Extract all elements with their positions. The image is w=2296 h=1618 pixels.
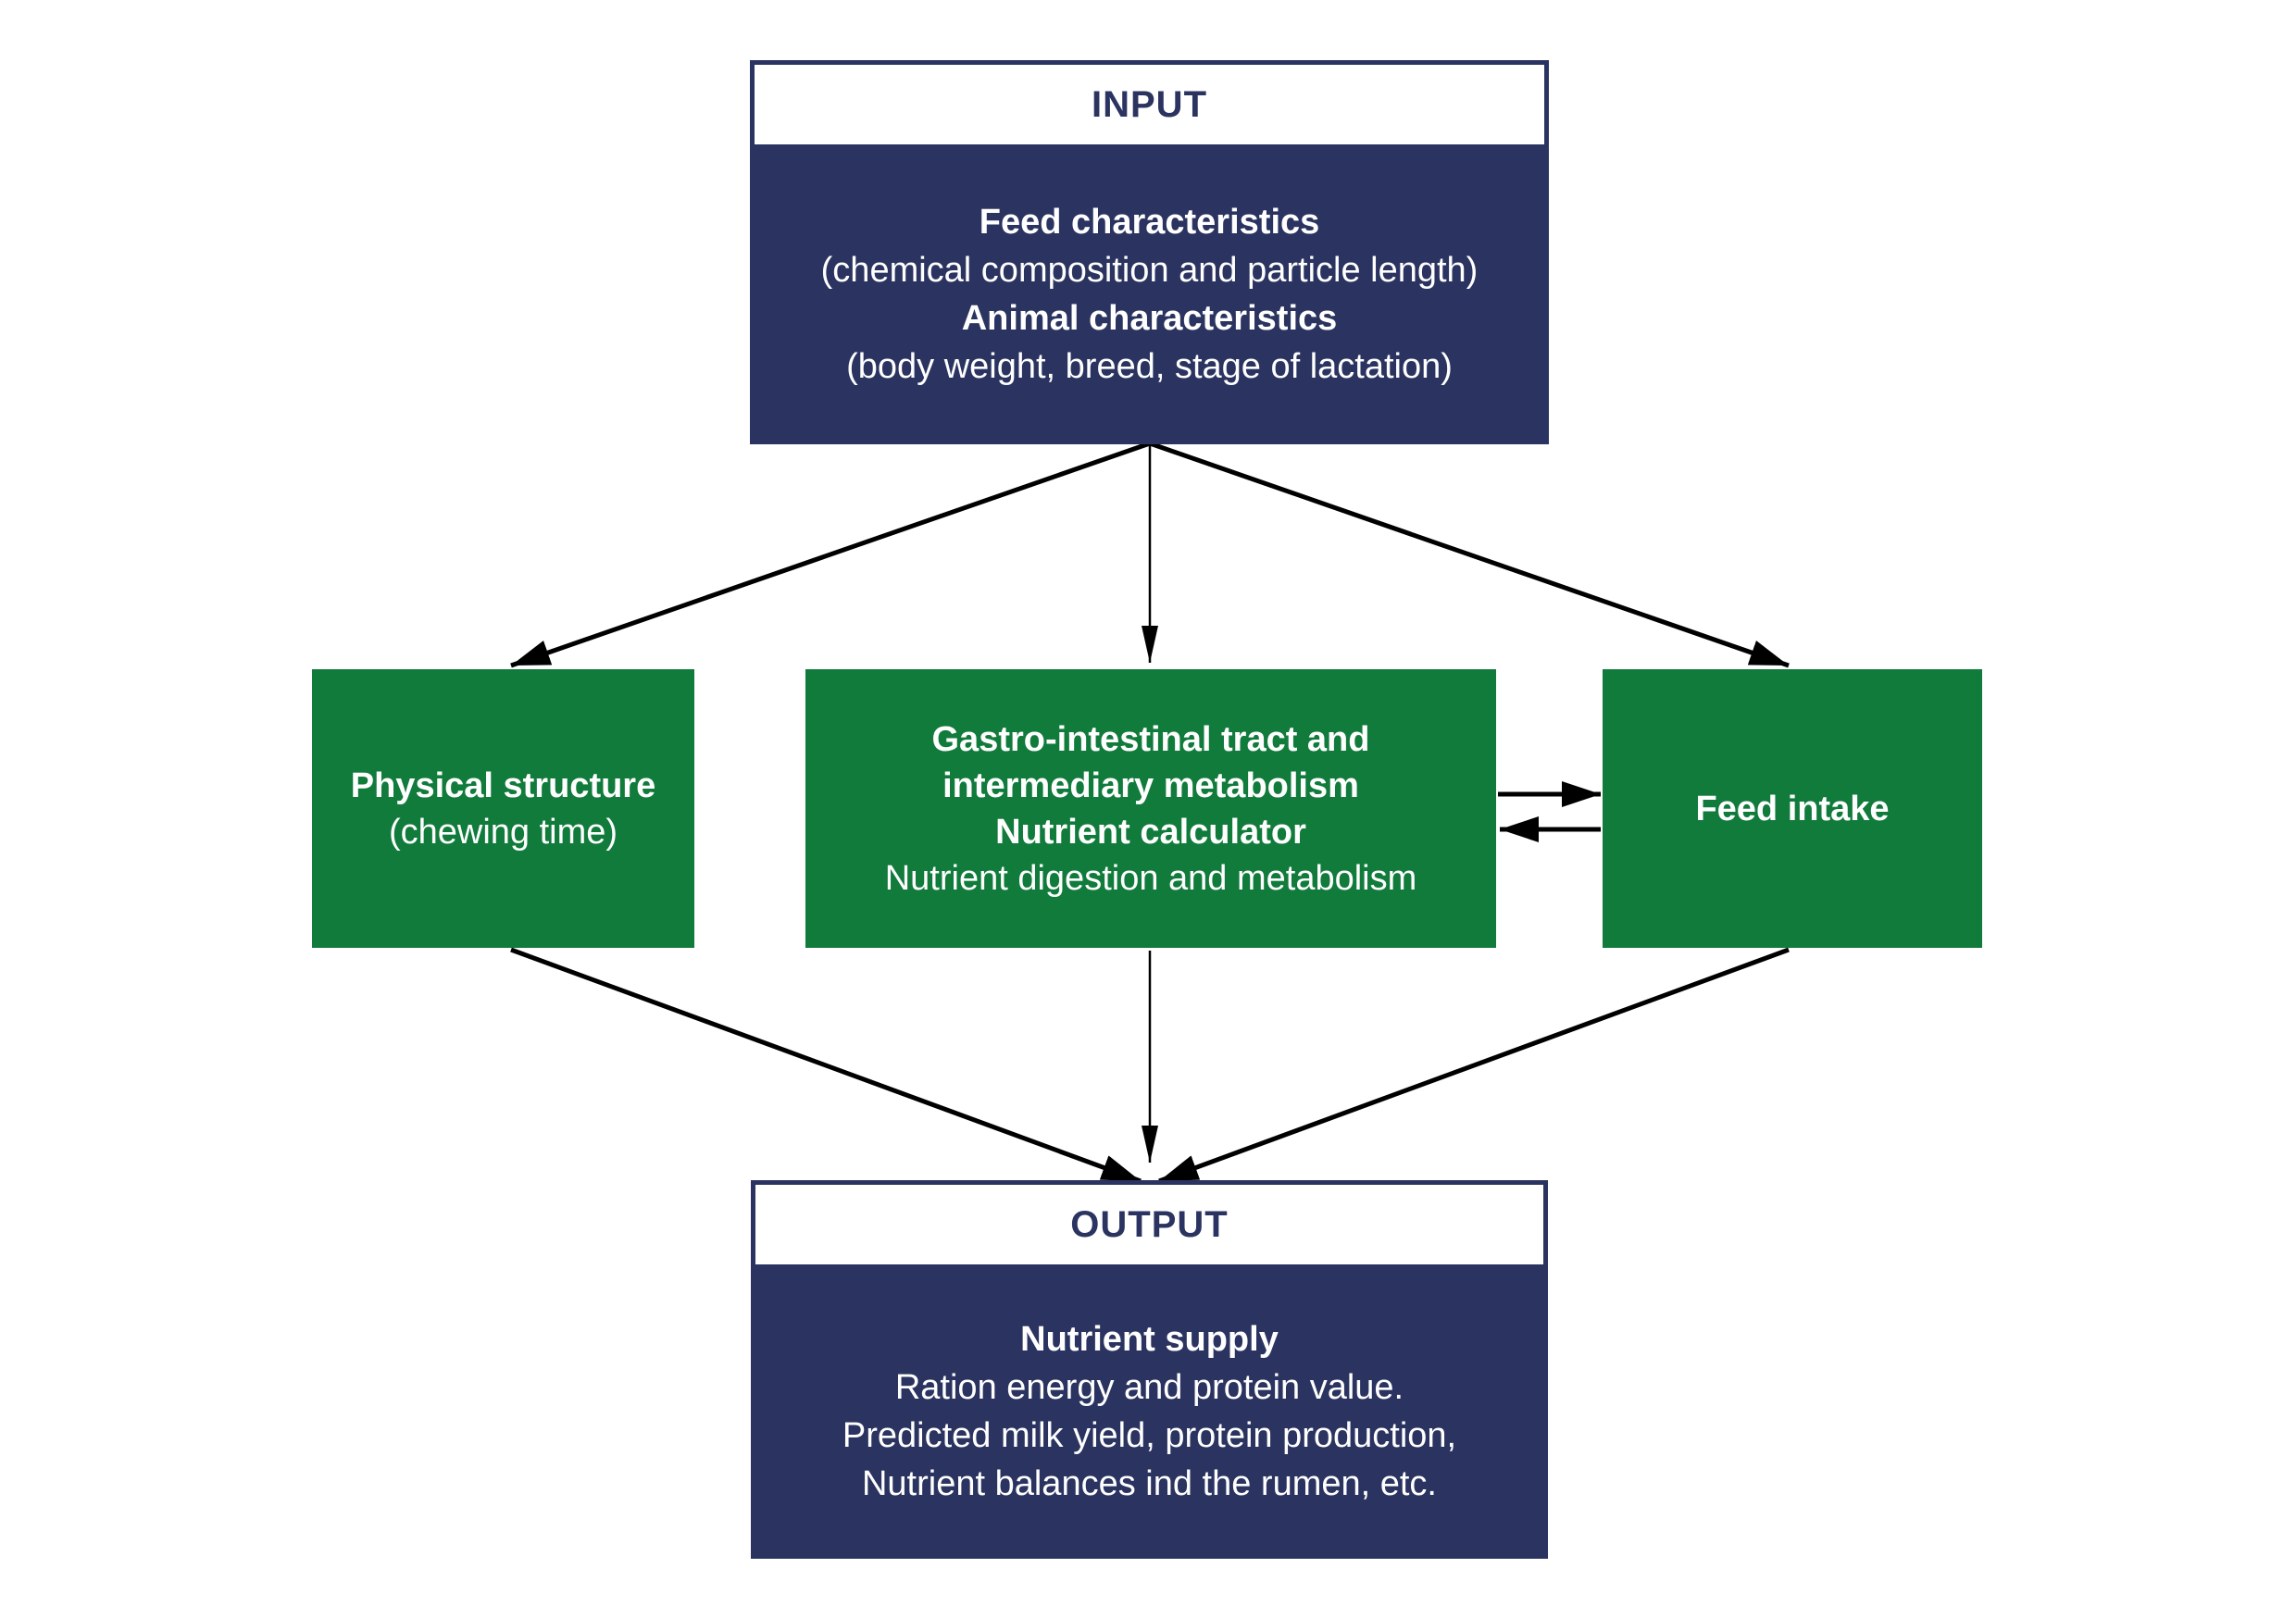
output-box: OUTPUT Nutrient supply Ration energy and… xyxy=(751,1180,1548,1559)
output-header: OUTPUT xyxy=(755,1185,1543,1269)
physical-structure-line: Physical structure xyxy=(350,765,656,805)
feed-intake-line: Feed intake xyxy=(1695,789,1890,828)
output-line: Ration energy and protein value. xyxy=(894,1368,1404,1407)
arrow-input-to-physical-structure xyxy=(510,441,1151,668)
input-title: INPUT xyxy=(1092,83,1207,125)
input-line: (body weight, breed, stage of lactation) xyxy=(846,347,1453,386)
arrow-input-to-feed-intake xyxy=(1149,441,1790,668)
physical-structure-box: Physical structure (chewing time) xyxy=(312,669,694,948)
gastro-line: Gastro-intestinal tract and xyxy=(931,719,1370,759)
input-line: (chemical composition and particle lengt… xyxy=(820,251,1479,290)
output-line: Predicted milk yield, protein production… xyxy=(842,1416,1457,1455)
input-body: Feed characteristics (chemical compositi… xyxy=(755,149,1544,440)
input-box: INPUT Feed characteristics (chemical com… xyxy=(750,60,1549,444)
input-line: Animal characteristics xyxy=(961,299,1338,338)
output-title: OUTPUT xyxy=(1070,1203,1229,1245)
input-header: INPUT xyxy=(755,65,1544,149)
input-line: Feed characteristics xyxy=(979,203,1320,242)
physical-structure-line: (chewing time) xyxy=(388,812,618,852)
gastro-line: intermediary metabolism xyxy=(942,765,1359,805)
feed-intake-box: Feed intake xyxy=(1603,669,1982,948)
arrow-physical-structure-to-output xyxy=(510,947,1142,1184)
gastro-intestinal-box: Gastro-intestinal tract and intermediary… xyxy=(805,669,1496,948)
gastro-line: Nutrient calculator xyxy=(995,812,1306,852)
arrow-feed-intake-to-output xyxy=(1158,947,1790,1184)
gastro-line: Nutrient digestion and metabolism xyxy=(884,858,1417,898)
output-line: Nutrient balances ind the rumen, etc. xyxy=(861,1464,1437,1503)
output-line: Nutrient supply xyxy=(1020,1320,1279,1359)
output-body: Nutrient supply Ration energy and protei… xyxy=(755,1269,1543,1554)
